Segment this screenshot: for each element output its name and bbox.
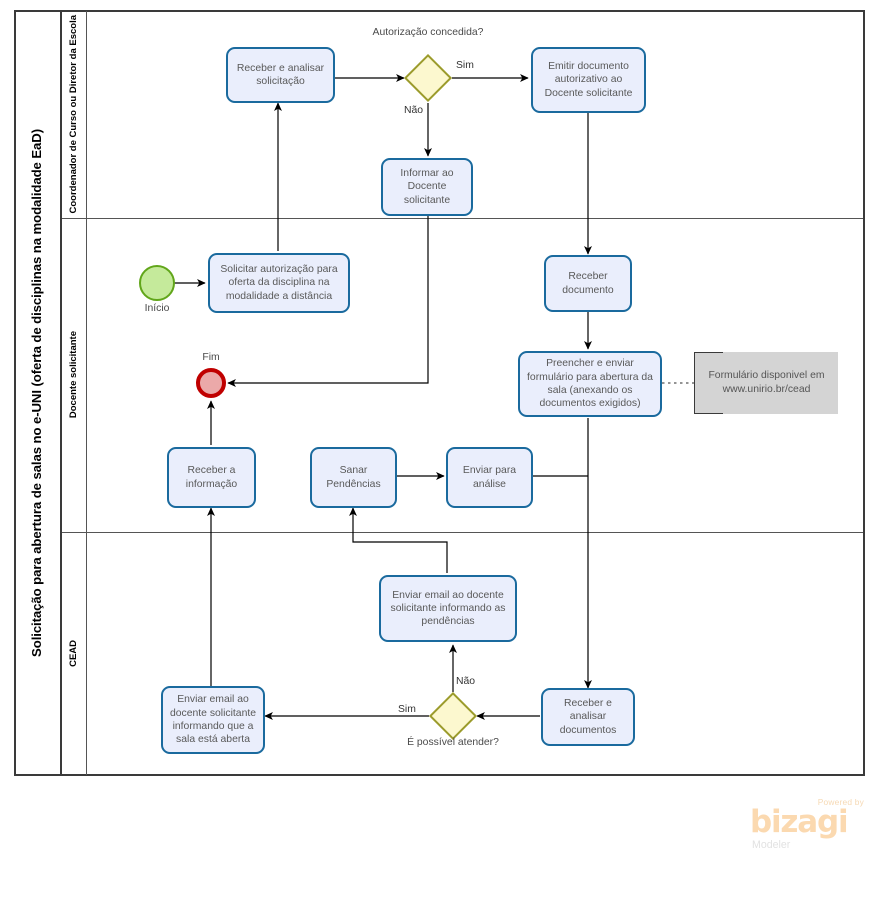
lane-separator-2 (62, 532, 863, 533)
lane-label-cead-text: CEAD (68, 640, 80, 667)
task-sanar-pendencias[interactable]: Sanar Pendências (310, 447, 397, 508)
flow-label-sim-atender: Sim (397, 704, 417, 715)
end-event-fim[interactable] (196, 368, 226, 398)
task-solicitar-autorizacao[interactable]: Solicitar autorização para oferta da dis… (208, 253, 350, 313)
annotation-formulario-disponivel: Formulário disponivel em www.unirio.br/c… (694, 352, 838, 414)
lane-label-docente-text: Docente solicitante (68, 331, 80, 419)
task-informar-docente[interactable]: Informar ao Docente solicitante (381, 158, 473, 216)
lane-label-coordenador-text: Coordenador de Curso ou Diretor da Escol… (68, 15, 80, 214)
lane-label-cead: CEAD (62, 532, 86, 775)
logo-powered-by-text: Powered by (817, 797, 864, 807)
lane-label-docente: Docente solicitante (62, 218, 86, 532)
logo-product-text: Modeler (752, 839, 791, 851)
lane-label-coordenador: Coordenador de Curso ou Diretor da Escol… (62, 11, 86, 218)
gateway-autorizacao-label: Autorização concedida? (372, 27, 484, 38)
pool-frame (14, 10, 865, 776)
task-preencher-enviar-formulario[interactable]: Preencher e enviar formulário para abert… (518, 351, 662, 417)
flow-label-nao-autorizacao: Não (403, 105, 425, 116)
annotation-cap-bottom (694, 413, 723, 414)
pool-title-text: Solicitação para abertura de salas no e-… (28, 129, 44, 657)
pool-title: Solicitação para abertura de salas no e-… (14, 10, 62, 776)
start-event-label: Início (144, 303, 170, 314)
task-enviar-email-pendencias[interactable]: Enviar email ao docente solicitante info… (379, 575, 517, 642)
end-event-label: Fim (202, 352, 220, 363)
gateway-atender-label: É possível atender? (407, 737, 499, 748)
start-event-inicio[interactable] (139, 265, 175, 301)
task-receber-documento[interactable]: Receber documento (544, 255, 632, 312)
bizagi-logo: Powered by bizagi Modeler (750, 797, 866, 859)
task-receber-analisar-documentos[interactable]: Receber e analisar documentos (541, 688, 635, 746)
task-enviar-email-sala-aberta[interactable]: Enviar email ao docente solicitante info… (161, 686, 265, 754)
task-receber-informacao[interactable]: Receber a informação (167, 447, 256, 508)
task-enviar-para-analise[interactable]: Enviar para análise (446, 447, 533, 508)
lane-label-divider (86, 11, 87, 775)
lane-separator-1 (62, 218, 863, 219)
logo-brand-text: bizagi (750, 804, 849, 840)
flow-label-sim-autorizacao: Sim (455, 60, 475, 71)
flow-label-nao-atender: Não (455, 676, 477, 687)
annotation-cap-top (694, 352, 723, 353)
task-receber-analisar-solicitacao[interactable]: Receber e analisar solicitação (226, 47, 335, 103)
task-emitir-documento[interactable]: Emitir documento autorizativo ao Docente… (531, 47, 646, 113)
